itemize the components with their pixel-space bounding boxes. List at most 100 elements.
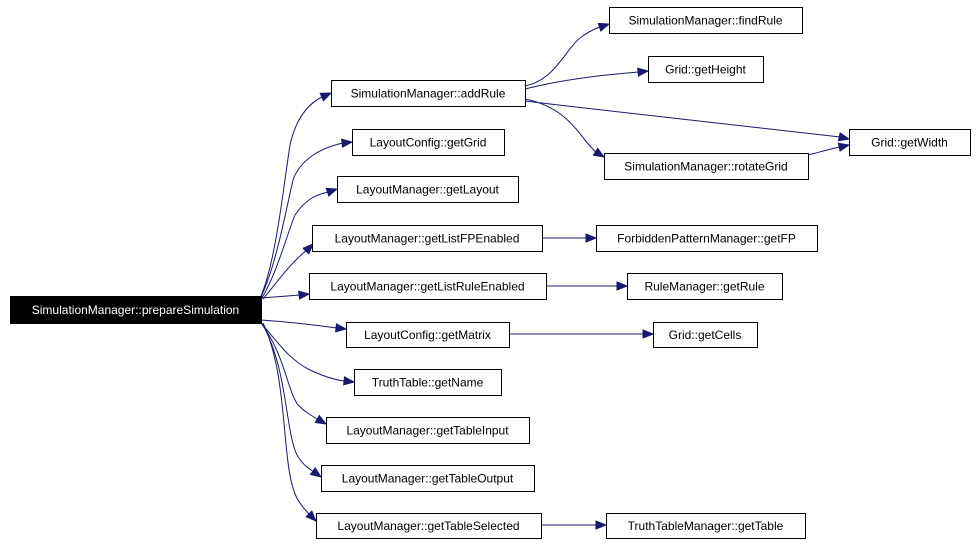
node-box <box>346 322 510 348</box>
edge-prepareSimulation-to-addRule <box>260 92 333 297</box>
arrowhead-icon <box>298 290 311 300</box>
arrowhead-icon <box>585 233 598 243</box>
node-box <box>648 56 764 83</box>
node-getCells[interactable]: Grid::getCells <box>653 322 758 348</box>
node-addRule[interactable]: SimulationManager::addRule <box>331 80 526 107</box>
node-box <box>627 273 783 300</box>
node-getGrid[interactable]: LayoutConfig::getGrid <box>352 129 505 156</box>
node-label: SimulationManager::rotateGrid <box>624 160 787 174</box>
edge-addRule-to-getHeight <box>524 67 650 90</box>
node-box <box>604 153 809 180</box>
edge-getListRuleEnabled-to-getRule <box>546 281 629 291</box>
edge-prepareSimulation-to-getGrid <box>260 138 354 298</box>
node-label: LayoutConfig::getGrid <box>370 136 487 150</box>
node-label: LayoutConfig::getMatrix <box>364 328 491 342</box>
node-box <box>653 322 758 348</box>
node-label: LayoutManager::getTableOutput <box>342 472 514 486</box>
node-getFP[interactable]: ForbiddenPatternManager::getFP <box>596 225 818 252</box>
node-label: LayoutManager::getTableSelected <box>337 519 519 533</box>
arrowhead-icon <box>637 67 650 77</box>
edge-line <box>260 294 301 299</box>
edge-line <box>807 146 841 156</box>
node-getTable[interactable]: TruthTableManager::getTable <box>606 513 806 539</box>
node-box <box>326 417 530 444</box>
node-label: LayoutManager::getTableInput <box>346 424 509 438</box>
node-getListRuleEnabled[interactable]: LayoutManager::getListRuleEnabled <box>309 273 547 300</box>
node-box <box>609 7 803 34</box>
node-box <box>312 225 543 252</box>
edge-prepareSimulation-to-getListRuleEnabled <box>260 290 311 300</box>
node-label: LayoutManager::getListFPEnabled <box>335 232 520 246</box>
edge-line <box>261 191 329 299</box>
node-rotateGrid[interactable]: SimulationManager::rotateGrid <box>604 153 809 180</box>
node-getHeight[interactable]: Grid::getHeight <box>648 56 764 83</box>
node-getRule[interactable]: RuleManager::getRule <box>627 273 783 300</box>
edge-line <box>260 96 323 297</box>
node-box <box>849 129 971 156</box>
arrowhead-icon <box>325 187 339 197</box>
arrowhead-icon <box>302 243 314 255</box>
node-label: LayoutManager::getListRuleEnabled <box>330 280 524 294</box>
node-box <box>331 80 526 107</box>
node-getTableInput[interactable]: LayoutManager::getTableInput <box>326 417 530 444</box>
edge-line <box>524 100 841 138</box>
node-label: SimulationManager::findRule <box>628 14 782 28</box>
edge-line <box>524 98 597 153</box>
node-getTableOutput[interactable]: LayoutManager::getTableOutput <box>321 465 535 492</box>
arrowhead-icon <box>592 147 606 158</box>
arrowhead-icon <box>335 323 348 333</box>
edge-line <box>260 322 346 382</box>
edge-line <box>524 26 601 87</box>
edge-addRule-to-rotateGrid <box>524 98 606 158</box>
node-label: RuleManager::getRule <box>644 280 764 294</box>
nodes-layer: SimulationManager::prepareSimulation Simu… <box>10 7 971 539</box>
edge-line <box>260 319 338 329</box>
arrowhead-icon <box>837 142 851 152</box>
node-box <box>352 129 505 156</box>
edge-line <box>261 322 315 473</box>
arrowhead-icon <box>595 520 608 530</box>
arrowhead-icon <box>343 376 356 386</box>
arrowhead-icon <box>319 92 333 102</box>
node-box <box>316 513 542 539</box>
node-getName[interactable]: TruthTable::getName <box>354 369 502 396</box>
edge-prepareSimulation-to-getListFPEnabled <box>262 243 314 300</box>
arrowhead-icon <box>837 132 851 142</box>
node-box <box>10 296 262 324</box>
edge-getListFPEnabled-to-getFP <box>542 233 598 243</box>
node-getWidth[interactable]: Grid::getWidth <box>849 129 971 156</box>
node-getTableSelected[interactable]: LayoutManager::getTableSelected <box>316 513 542 539</box>
edge-prepareSimulation-to-getName <box>260 322 356 386</box>
node-label: Grid::getHeight <box>665 63 746 77</box>
edge-prepareSimulation-to-getMatrix <box>260 319 348 333</box>
edge-line <box>262 250 307 300</box>
edge-rotateGrid-to-getWidth <box>807 142 851 156</box>
edge-line <box>524 71 640 90</box>
node-box <box>606 513 806 539</box>
edge-getTableSelected-to-getTable <box>541 520 608 530</box>
node-box <box>354 369 502 396</box>
edge-line <box>262 322 311 516</box>
node-box <box>596 225 818 252</box>
node-label: ForbiddenPatternManager::getFP <box>617 232 796 246</box>
edge-line <box>260 322 320 421</box>
arrowhead-icon <box>309 467 323 478</box>
edge-prepareSimulation-to-getTableInput <box>260 322 328 425</box>
node-getListFPEnabled[interactable]: LayoutManager::getListFPEnabled <box>312 225 543 252</box>
node-getLayout[interactable]: LayoutManager::getLayout <box>337 176 519 203</box>
arrowhead-icon <box>314 414 328 425</box>
node-getMatrix[interactable]: LayoutConfig::getMatrix <box>346 322 510 348</box>
node-label: SimulationManager::addRule <box>351 87 506 101</box>
arrowhead-icon <box>616 281 629 291</box>
node-label: Grid::getCells <box>669 328 742 342</box>
node-findRule[interactable]: SimulationManager::findRule <box>609 7 803 34</box>
node-box <box>309 273 547 300</box>
edge-line <box>260 142 344 298</box>
node-box <box>321 465 535 492</box>
node-prepareSimulation[interactable]: SimulationManager::prepareSimulation <box>10 296 262 324</box>
arrowhead-icon <box>597 22 611 32</box>
edge-prepareSimulation-to-getTableSelected <box>262 322 317 522</box>
edge-prepareSimulation-to-getLayout <box>261 187 339 299</box>
edge-prepareSimulation-to-getTableOutput <box>261 322 323 478</box>
